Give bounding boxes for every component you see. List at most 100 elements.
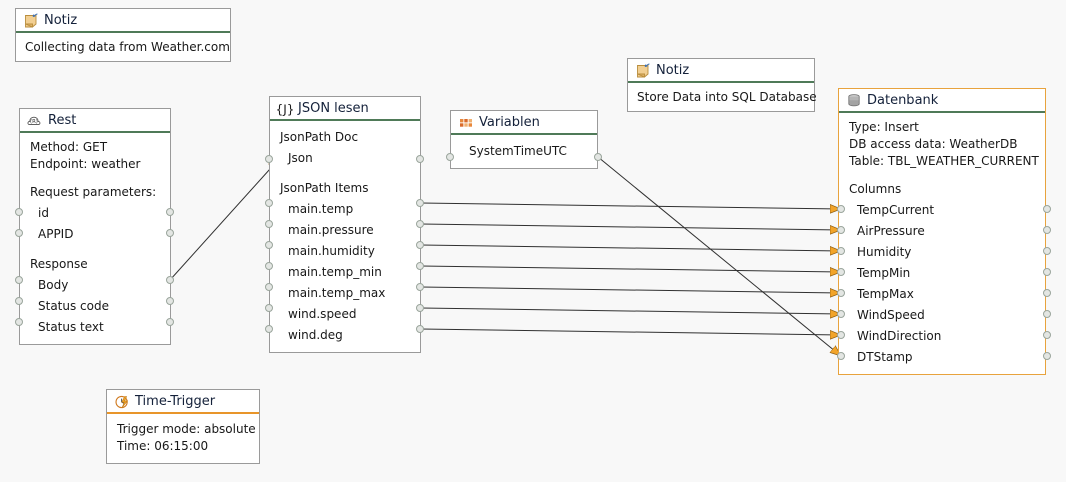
json-item-wind-speed[interactable]: wind.speed <box>288 307 357 321</box>
db-column-dtstamp[interactable]: DTStamp <box>857 350 913 364</box>
port-rest-out-statustext[interactable] <box>166 318 174 326</box>
rest-param-appid[interactable]: APPID <box>38 227 74 241</box>
node-title: Time-Trigger <box>135 393 216 409</box>
node-title: Notiz <box>656 62 690 78</box>
node-notiz-sql[interactable]: Notiz Store Data into SQL Database <box>627 58 817 112</box>
svg-text:(R): (R) <box>30 119 38 125</box>
port-rest-in-id[interactable] <box>15 208 23 216</box>
json-item-main-temp-max[interactable]: main.temp_max <box>288 286 386 300</box>
port-json-in-main-pressure[interactable] <box>265 220 273 228</box>
db-column-tempmin[interactable]: TempMin <box>857 266 911 280</box>
json-item-wind-deg[interactable]: wind.deg <box>288 328 343 342</box>
json-braces-icon: {J} <box>277 102 293 116</box>
node-body: Trigger mode: absolute Time: 06:15:00 <box>107 414 259 463</box>
rest-response-status-text[interactable]: Status text <box>38 320 104 334</box>
wire-winddeg-to-winddirection <box>420 328 841 335</box>
port-json-out-wind-deg[interactable] <box>416 325 424 333</box>
database-icon <box>848 93 860 106</box>
json-item-main-temp-min[interactable]: main.temp_min <box>288 265 382 279</box>
db-column-tempmax[interactable]: TempMax <box>857 287 914 301</box>
port-db-in-tempmin[interactable] <box>837 268 845 276</box>
port-variablen-in-systemtimeutc[interactable] <box>446 153 454 161</box>
json-item-main-temp[interactable]: main.temp <box>288 202 354 216</box>
port-rest-out-statuscode[interactable] <box>166 297 174 305</box>
port-db-in-humidity[interactable] <box>837 247 845 255</box>
port-db-out-tempcurrent[interactable] <box>1043 205 1051 213</box>
port-db-in-windspeed[interactable] <box>837 310 845 318</box>
json-group-items-label: JsonPath Items <box>280 181 369 195</box>
port-json-in-json[interactable] <box>265 155 273 163</box>
rest-param-id[interactable]: id <box>38 206 49 220</box>
port-json-out-main-temp[interactable] <box>416 199 424 207</box>
node-time-trigger[interactable]: Time-Trigger Trigger mode: absolute Time… <box>106 389 260 464</box>
port-db-out-airpressure[interactable] <box>1043 226 1051 234</box>
port-variablen-out-systemtimeutc[interactable] <box>594 153 602 161</box>
node-variablen[interactable]: Variablen SystemTimeUTC <box>450 110 598 169</box>
port-json-out-main-temp-max[interactable] <box>416 283 424 291</box>
port-db-out-tempmax[interactable] <box>1043 289 1051 297</box>
port-rest-out-appid[interactable] <box>166 229 174 237</box>
db-line-type: Type: Insert <box>849 120 919 134</box>
port-rest-in-appid[interactable] <box>15 229 23 237</box>
node-rest[interactable]: (R) Rest Method: GET Endpoint: weather R… <box>19 108 171 345</box>
port-rest-in-body[interactable] <box>15 276 23 284</box>
json-item-main-pressure[interactable]: main.pressure <box>288 223 374 237</box>
db-line-table: Table: TBL_WEATHER_CURRENT <box>849 154 1039 168</box>
port-db-in-tempmax[interactable] <box>837 289 845 297</box>
variablen-item-systemtimeutc[interactable]: SystemTimeUTC <box>469 144 567 158</box>
json-item-main-humidity[interactable]: main.humidity <box>288 244 375 258</box>
node-notiz-weather[interactable]: Notiz Collecting data from Weather.com <box>15 8 231 62</box>
port-db-out-dtstamp[interactable] <box>1043 352 1051 360</box>
db-column-airpressure[interactable]: AirPressure <box>857 224 925 238</box>
port-rest-in-statustext[interactable] <box>15 318 23 326</box>
port-json-in-main-temp[interactable] <box>265 199 273 207</box>
port-rest-out-body[interactable] <box>166 276 174 284</box>
port-json-in-main-temp-min[interactable] <box>265 262 273 270</box>
rest-group-response-label: Response <box>30 257 88 271</box>
clock-bolt-icon <box>115 395 129 408</box>
port-db-in-dtstamp[interactable] <box>837 352 845 360</box>
port-json-out-wind-speed[interactable] <box>416 304 424 312</box>
port-rest-out-id[interactable] <box>166 208 174 216</box>
rest-line-endpoint: Endpoint: weather <box>30 157 141 171</box>
port-json-in-wind-deg[interactable] <box>265 325 273 333</box>
db-column-humidity[interactable]: Humidity <box>857 245 912 259</box>
rest-group-request-label: Request parameters: <box>30 185 157 199</box>
node-json-lesen[interactable]: {J} JSON lesen JsonPath Doc Json JsonPat… <box>269 96 421 353</box>
node-header: {J} JSON lesen <box>270 97 420 121</box>
node-header: Notiz <box>628 59 814 83</box>
json-group-doc-label: JsonPath Doc <box>280 130 359 144</box>
node-datenbank[interactable]: Datenbank Type: Insert DB access data: W… <box>838 88 1046 375</box>
port-rest-in-statuscode[interactable] <box>15 297 23 305</box>
sticky-note-icon <box>25 12 38 28</box>
wire-maintemp-to-tempcurrent <box>420 202 841 209</box>
port-json-out-main-temp-min[interactable] <box>416 262 424 270</box>
db-column-windspeed[interactable]: WindSpeed <box>857 308 925 322</box>
db-column-tempcurrent[interactable]: TempCurrent <box>857 203 935 217</box>
rest-response-body[interactable]: Body <box>38 278 69 292</box>
wire-mainpressure-to-airpressure <box>420 223 841 230</box>
port-db-in-tempcurrent[interactable] <box>837 205 845 213</box>
wire-windspeed-to-windspeed <box>420 307 841 314</box>
rest-response-status-code[interactable]: Status code <box>38 299 109 313</box>
db-column-winddirection[interactable]: WindDirection <box>857 329 942 343</box>
port-db-out-tempmin[interactable] <box>1043 268 1051 276</box>
json-item-json[interactable]: Json <box>288 151 313 165</box>
wire-maintempmax-to-tempmax <box>420 286 841 293</box>
port-db-out-winddirection[interactable] <box>1043 331 1051 339</box>
port-json-out-json[interactable] <box>416 155 424 163</box>
port-db-out-humidity[interactable] <box>1043 247 1051 255</box>
port-db-in-airpressure[interactable] <box>837 226 845 234</box>
port-json-in-wind-speed[interactable] <box>265 304 273 312</box>
port-json-in-main-temp-max[interactable] <box>265 283 273 291</box>
port-json-in-main-humidity[interactable] <box>265 241 273 249</box>
port-json-out-main-pressure[interactable] <box>416 220 424 228</box>
node-title: JSON lesen <box>298 100 369 116</box>
db-line-access: DB access data: WeatherDB <box>849 137 1018 151</box>
port-json-out-main-humidity[interactable] <box>416 241 424 249</box>
port-db-out-windspeed[interactable] <box>1043 310 1051 318</box>
node-title: Datenbank <box>867 92 939 108</box>
port-db-in-winddirection[interactable] <box>837 331 845 339</box>
node-body: Type: Insert DB access data: WeatherDB T… <box>839 113 1045 374</box>
